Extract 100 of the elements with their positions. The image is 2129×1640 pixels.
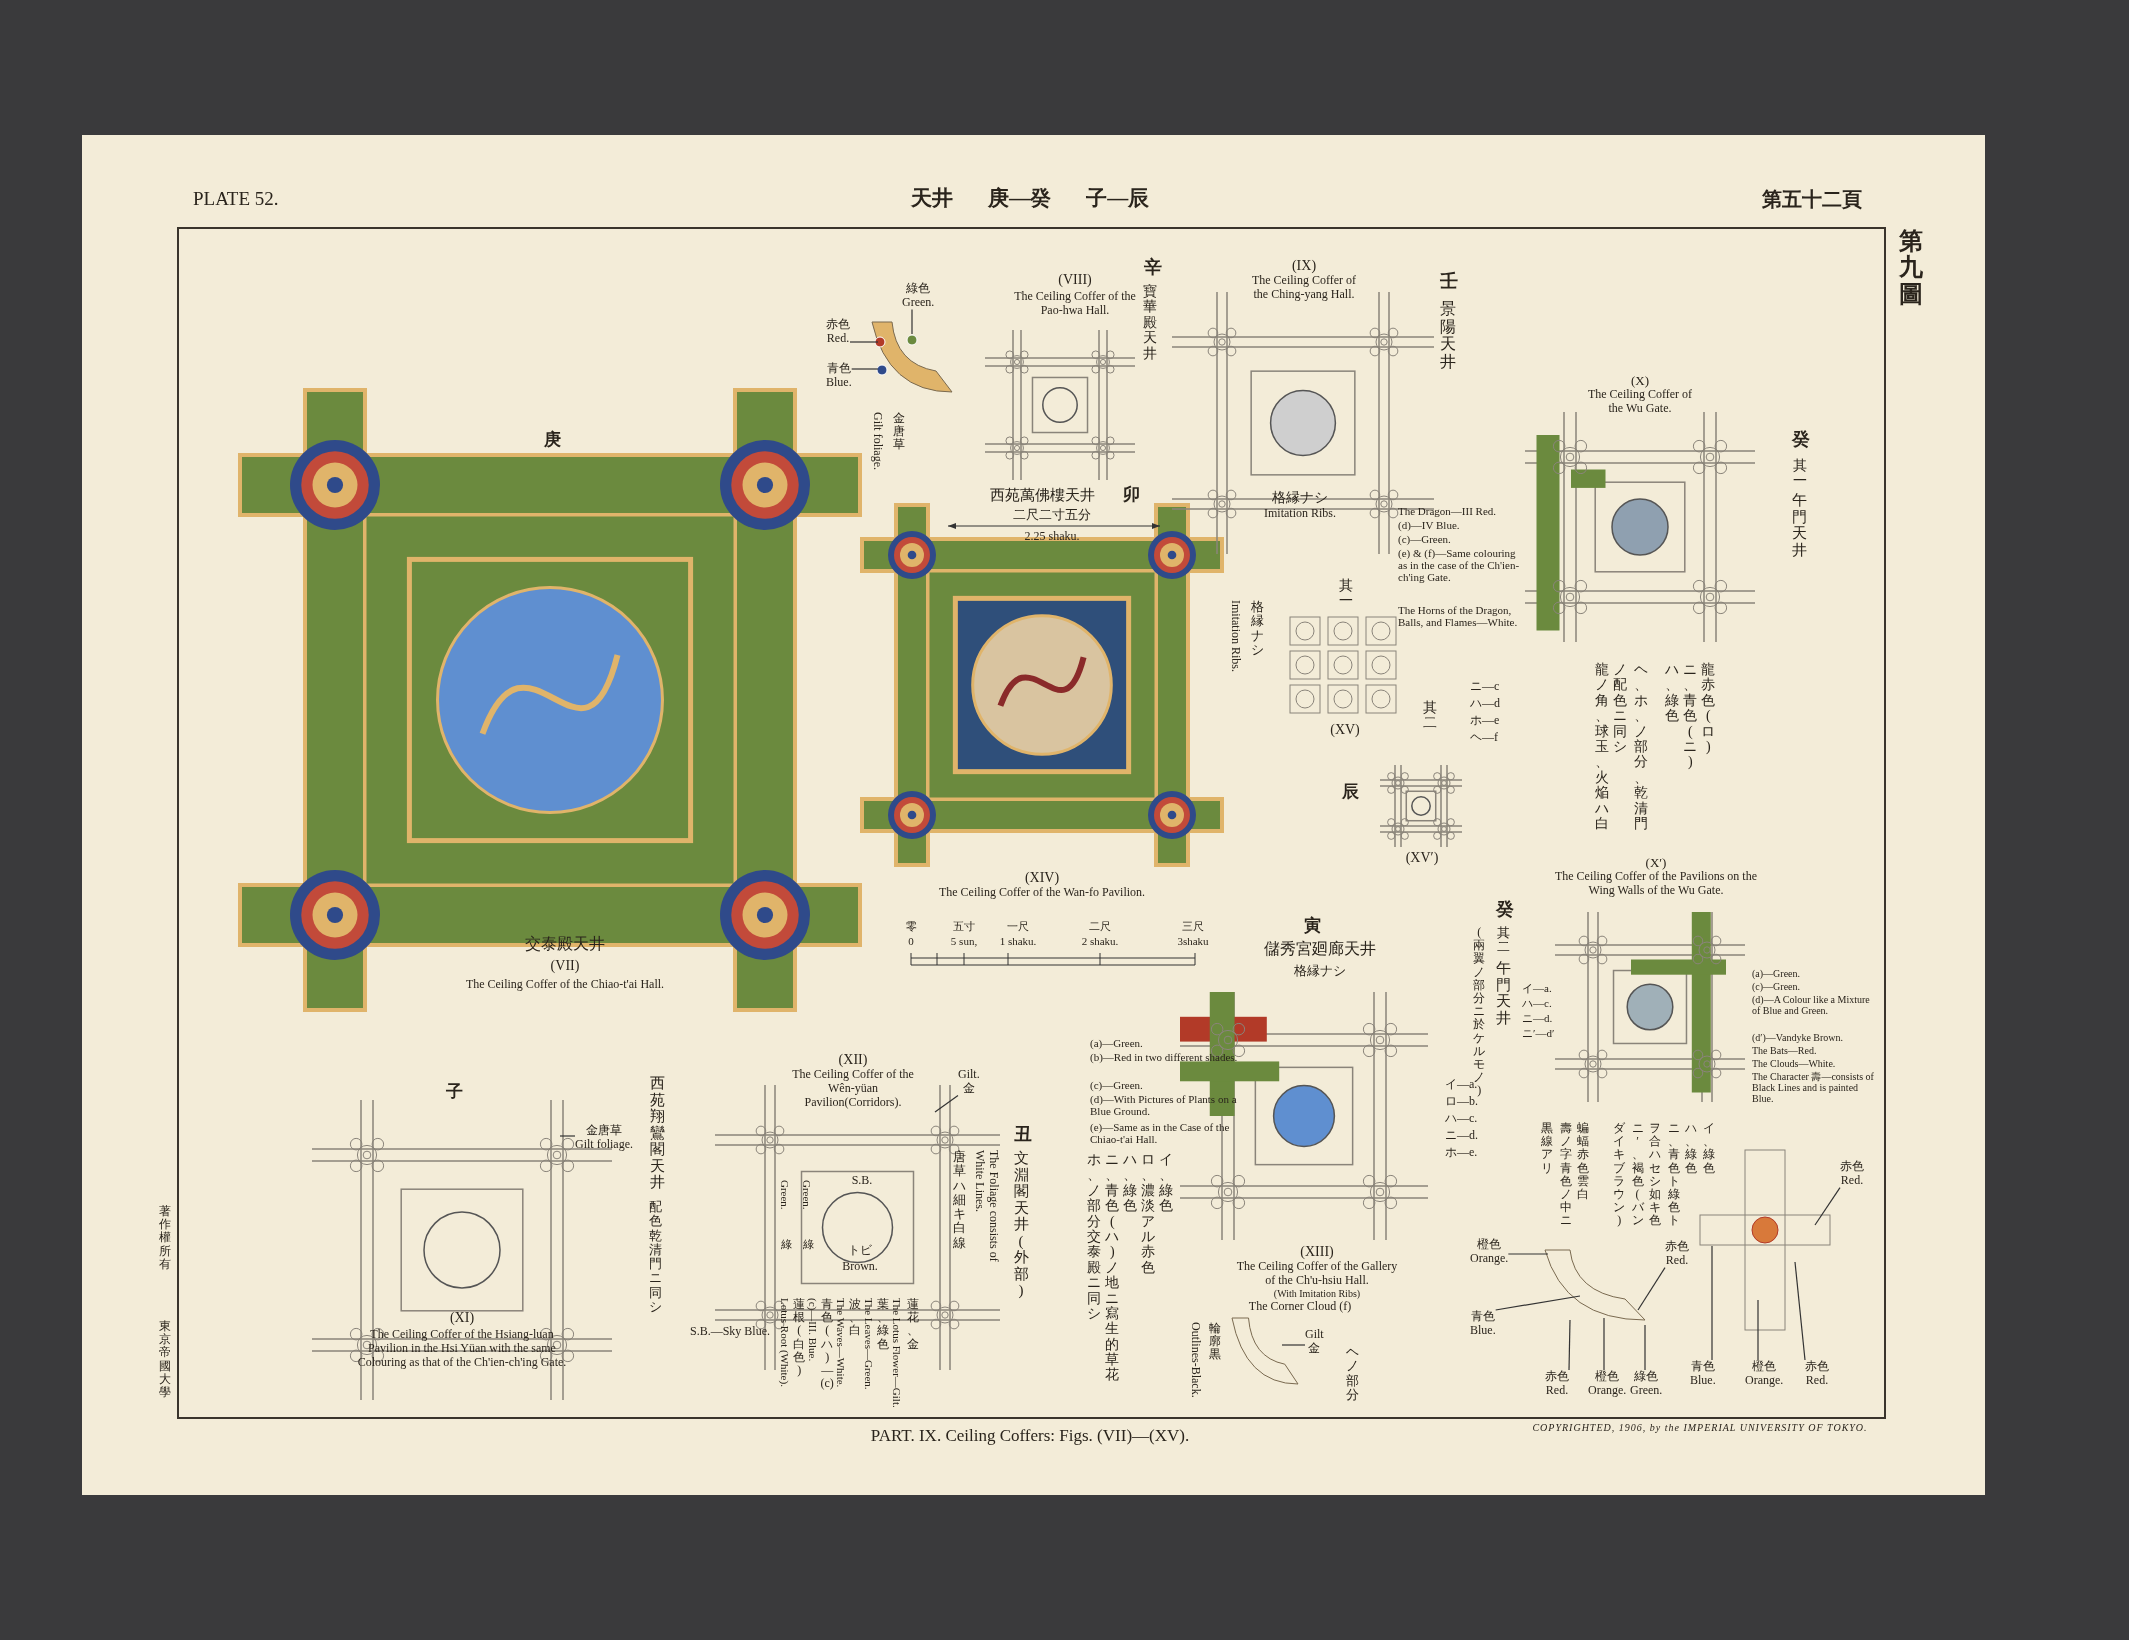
vertical-text: ハ、綠色 [1664,662,1681,724]
copyright-notice: COPYRIGHTED, 1906, by the IMPERIAL UNIVERSITY OF TOKYO. [1532,1422,1868,1434]
callout-label: 橙色 Orange. [1588,1370,1627,1398]
vertical-text: 著作權所有 [158,1205,173,1271]
vertical-text: 其一 [1792,458,1809,489]
text-label: (X′) [1645,856,1667,871]
vertical-text: Outlines-Black. [1188,1322,1202,1398]
vertical-text: 景陽天井 [1438,300,1457,371]
vertical-text: 壬 [1438,272,1459,292]
vertical-text: 其二 [1422,700,1439,731]
text-label: 西苑萬佛樓天井 [989,487,1095,505]
leader-line [851,368,879,370]
text-label: S.B. [851,1174,873,1188]
vertical-text: 龍ノ角、球玉、火焔ハ白 [1594,662,1611,832]
vertical-text: ハ、綠色 [1684,1122,1699,1175]
text-label: S.B.—Sky Blue. [690,1325,770,1339]
text-label: 卯 [1122,485,1140,505]
vertical-text: 癸 [1790,430,1811,450]
text-label: (XV) [1330,722,1360,739]
ornament-drawing [1699,1149,1831,1331]
callout-label: 赤色 Red. [1665,1240,1689,1268]
text-label: 2 shaku. [1081,935,1119,948]
text-label: イ—a. [1522,982,1552,995]
text-label: The Horns of the Dragon, Balls, and Flames—White. [1398,604,1519,629]
text-label: (e)—Same as in the Case of the Chiao-t'ai Hall. [1090,1121,1231,1146]
vertical-text: 壽ノ字青色ノ中ニ黒線アリ [1540,1122,1573,1228]
callout-label: 赤色 Red. [1805,1360,1829,1388]
leader-line [1757,1299,1759,1361]
vertical-text: 丑 [1012,1125,1033,1145]
vertical-text: Imitation Ribs. [1228,600,1242,672]
text-label: (a)—Green. [1090,1037,1144,1050]
leader-line [1495,1295,1581,1311]
vertical-text: 西苑翔鸞閣天井 [648,1075,666,1191]
text-label: (c)—Green. [1398,533,1451,546]
vertical-text: Lotus Root (White). [778,1298,791,1387]
vertical-text: 寶華殿天井 [1142,284,1159,361]
leader-line [1568,1319,1571,1371]
text-label: (a)—Green. [1752,968,1802,979]
text-label: (XV′) [1405,850,1439,867]
plate-caption: PART. IX. Ceiling Coffers: Figs. (VII)—(XV). [870,1426,1190,1446]
text-label: 格縁ナシ [1272,490,1328,507]
text-label: ホ—e. [1445,1146,1478,1160]
vertical-text: 波、白 [848,1298,863,1338]
text-label: (XIII) [1300,1244,1334,1261]
vertical-text: 午門天井 [1494,960,1512,1026]
text-label: Imitation Ribs. [1264,507,1336,521]
leader-line [1603,1317,1605,1371]
vertical-text: 金唐草 [892,412,907,452]
vertical-text: (c)—III. Blue. [806,1298,819,1362]
text-label: (c)—Green. [1090,1079,1144,1092]
vertical-text: 蝙蝠赤色雲白 [1576,1122,1591,1203]
text-label: (XI) [449,1310,475,1327]
text-label: The Clouds—White. [1752,1058,1837,1069]
text-label: ハ—c. [1445,1112,1478,1126]
vertical-text: 癸 [1494,900,1515,920]
callout-label: 青色 Blue. [1470,1310,1496,1338]
text-label: (VII) [550,958,580,975]
callout-label: Gilt 金 [1305,1328,1324,1356]
callout-label: 綠色 Green. [902,282,935,310]
vertical-text: 綠 [802,1238,816,1251]
text-label: (XII) [838,1052,868,1069]
vertical-text: イ、綠色 [1158,1152,1175,1214]
callout-label: 青色 Blue. [826,362,852,390]
vertical-text: The Lotus Flower—Gilt. [890,1298,903,1408]
text-label: ホ—e [1470,714,1500,728]
vertical-text: The Foliage consists of White Lines. [972,1150,1000,1264]
text-label: The Ceiling Coffer of the Pavilions on the Wing Walls of the Wu Gate. [1553,870,1759,898]
text-label: 2.25 shaku. [1024,530,1080,544]
text-label: 子 [445,1082,463,1102]
vertical-text: Green. [800,1180,813,1210]
text-label: 5 sun, [950,935,978,948]
callout-label: 青色 Blue. [1690,1360,1716,1388]
callout-label: 橙色 Orange. [1470,1238,1509,1266]
page-number: 第五十二頁 [1762,188,1862,211]
leader-line [934,1095,959,1113]
text-label: 寅 [1303,916,1321,936]
text-label: ニ—d. [1522,1012,1553,1025]
leader-line [1711,1245,1713,1361]
text-label: ニ′—d′ [1522,1027,1555,1040]
leader-line [1281,1344,1306,1346]
ornament-drawing [871,321,953,393]
text-label: ロ—b. [1445,1095,1478,1109]
vertical-text: 蓮根(白色) [792,1298,807,1378]
text-label: 交泰殿天井 [525,935,605,954]
text-label: (XIV) [1024,870,1060,887]
text-label: Brown. [842,1260,878,1274]
leader-line [1507,1253,1549,1255]
leader-line [849,341,879,343]
text-label: 二尺 [1089,920,1111,933]
vertical-text: 龍赤色(ロ) [1700,662,1717,755]
ornament-drawing [1544,1249,1646,1321]
vertical-text: 綠 [780,1238,794,1251]
vertical-text: The Waves—White. [834,1298,847,1388]
vertical-text: 格縁ナシ [1250,600,1266,658]
text-label: The Ceiling Coffer of the Pao-hwa Hall. [1013,290,1137,318]
text-label: ニ—d. [1445,1129,1478,1143]
text-label: The Ceiling Coffer of the Gallery of the Ch'u-hsiu Hall. [1235,1260,1399,1288]
vertical-text: 唐草ハ細キ白線 [952,1150,968,1251]
vertical-text: 午門天井 [1790,492,1808,558]
text-label: The Ceiling Coffer of the Wan-fo Pavilion. [937,886,1147,900]
